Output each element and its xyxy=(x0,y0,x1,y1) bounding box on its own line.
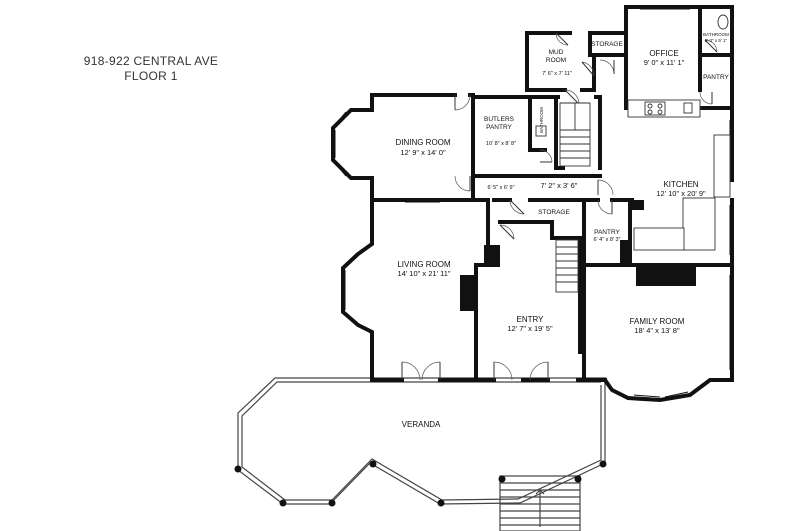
porch-column xyxy=(437,499,445,507)
storage-mid-name: STORAGE xyxy=(538,209,570,216)
sink-icon xyxy=(683,102,693,114)
fixtures xyxy=(460,14,731,311)
fireplace-icon xyxy=(460,275,476,311)
toilet-icon xyxy=(717,14,729,30)
kitchen-name: KITCHEN xyxy=(663,180,698,189)
sink-icon xyxy=(535,125,547,137)
room-hall-small: 6' 5" x 6' 9" xyxy=(487,185,514,191)
bathroom-small-name: BATHROOM xyxy=(539,107,544,133)
porch-column xyxy=(369,460,377,468)
room-pantry-top: PANTRY xyxy=(703,74,729,81)
room-kitchen: KITCHEN 12' 10" x 20' 9" xyxy=(656,180,706,198)
entry-dims: 12' 7" x 19' 5" xyxy=(507,324,553,333)
windows xyxy=(334,8,731,398)
butlers-pantry-name-line2: PANTRY xyxy=(486,124,512,131)
kitchen-counter xyxy=(633,227,685,251)
veranda-name: VERANDA xyxy=(402,420,441,429)
storage-top-name: STORAGE xyxy=(591,41,623,48)
porch-column xyxy=(279,499,287,507)
room-bathroom-top: BATHROOM 5' 3" x 5' 1" xyxy=(703,32,729,43)
porch-column xyxy=(574,475,582,483)
mud-room-name-line2: ROOM xyxy=(546,57,566,64)
room-living-room: LIVING ROOM 14' 10" x 21' 11" xyxy=(397,260,451,278)
living-room-name: LIVING ROOM xyxy=(397,260,451,269)
dining-room-dims: 12' 9" x 14' 0" xyxy=(400,148,446,157)
room-pantry-mid: PANTRY 6' 4" x 8' 3" xyxy=(593,229,620,243)
bathroom-top-dims: 5' 3" x 5' 1" xyxy=(705,38,728,43)
address-label: 918-922 CENTRAL AVE xyxy=(84,54,218,68)
bathroom-top-name: BATHROOM xyxy=(703,32,729,37)
mud-room-dims: 7' 6" x 7' 11" xyxy=(542,71,572,77)
porch-column xyxy=(599,460,607,468)
plan-header: 918-922 CENTRAL AVE FLOOR 1 xyxy=(84,54,218,83)
office-dims: 9' 0" x 11' 1" xyxy=(644,58,685,67)
room-hall-mid: 7' 2" x 3' 6" xyxy=(541,181,578,190)
doors xyxy=(401,32,718,381)
kitchen-island xyxy=(682,197,716,251)
entry-name: ENTRY xyxy=(517,315,545,324)
office-name: OFFICE xyxy=(649,49,678,58)
family-room-name: FAMILY ROOM xyxy=(630,317,685,326)
porch-column xyxy=(234,465,242,473)
butlers-pantry-name-line1: BUTLERS xyxy=(484,116,515,123)
hall-mid-dims: 7' 2" x 3' 6" xyxy=(541,181,578,190)
stairs xyxy=(555,102,591,293)
family-room-dims: 18' 4" x 13' 8" xyxy=(634,326,680,335)
floor-label: FLOOR 1 xyxy=(124,69,177,83)
pantry-mid-name: PANTRY xyxy=(594,229,620,236)
room-veranda: VERANDA xyxy=(402,420,441,429)
kitchen-dims: 12' 10" x 20' 9" xyxy=(656,189,706,198)
walls xyxy=(331,5,734,403)
room-storage-top: STORAGE xyxy=(591,41,623,48)
hall-small-dims: 6' 5" x 6' 9" xyxy=(487,185,514,191)
room-dining-room: DINING ROOM 12' 9" x 14' 0" xyxy=(395,138,450,157)
room-storage-mid: STORAGE xyxy=(538,209,570,216)
veranda-outline xyxy=(234,377,607,531)
kitchen-counter xyxy=(713,134,731,198)
room-entry: ENTRY 12' 7" x 19' 5" xyxy=(507,315,553,333)
room-family-room: FAMILY ROOM 18' 4" x 13' 8" xyxy=(630,317,685,335)
room-labels: MUD ROOM 7' 6" x 7' 11" STORAGE OFFICE 9… xyxy=(395,32,729,429)
butlers-pantry-dims: 10' 8" x 8' 8" xyxy=(486,141,516,147)
porch-column xyxy=(328,499,336,507)
room-butlers-pantry: BUTLERS PANTRY 10' 8" x 8' 8" xyxy=(484,116,516,147)
pantry-top-name: PANTRY xyxy=(703,74,729,81)
mud-room-name-line1: MUD xyxy=(549,49,564,56)
room-mud-room: MUD ROOM 7' 6" x 7' 11" xyxy=(542,49,572,77)
room-bathroom-small: BATHROOM xyxy=(539,107,544,133)
pantry-mid-dims: 6' 4" x 8' 3" xyxy=(593,237,620,243)
dining-room-name: DINING ROOM xyxy=(395,138,450,147)
fireplace-icon xyxy=(636,266,696,286)
living-room-dims: 14' 10" x 21' 11" xyxy=(397,269,450,278)
porch-column xyxy=(498,475,506,483)
room-office: OFFICE 9' 0" x 11' 1" xyxy=(644,49,685,67)
